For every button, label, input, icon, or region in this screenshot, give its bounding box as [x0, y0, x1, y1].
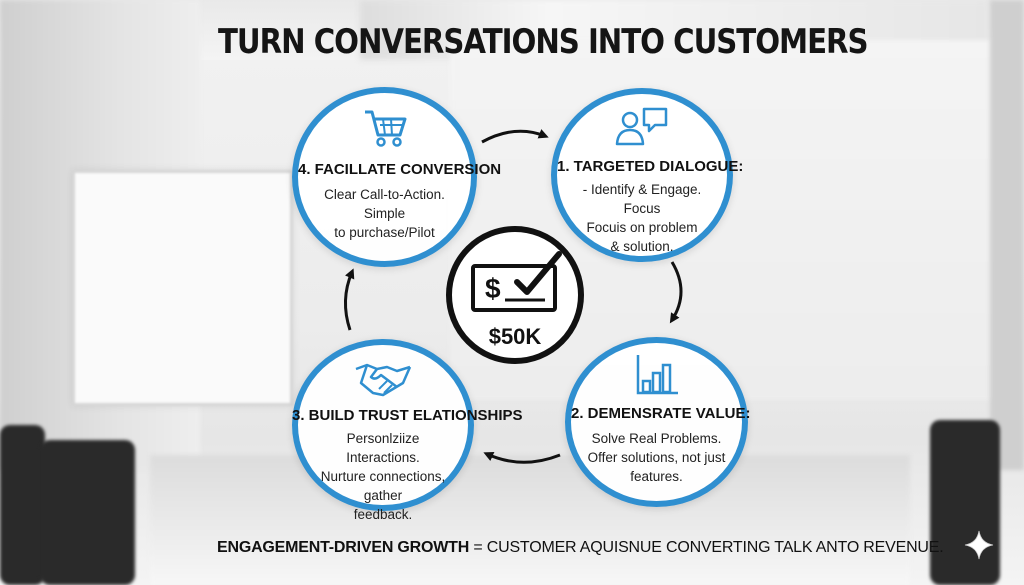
arrow-2-to-3 — [483, 451, 561, 464]
background-chair — [0, 425, 45, 585]
arrow-3-to-4 — [344, 268, 355, 331]
bar-chart-icon — [571, 353, 742, 402]
step-2-demonstrate-value: 2. DEMENSRATE VALUE: Solve Real Problems… — [565, 337, 751, 507]
background-chair — [40, 440, 135, 585]
arrow-1-to-2 — [669, 261, 683, 324]
footer-tagline: ENGAGEMENT-DRIVEN GROWTH = CUSTOMER AQUI… — [217, 539, 944, 557]
step-title: 3. BUILD TRUST ELATIONSHIPS — [292, 407, 523, 424]
step-3-build-trust: 3. BUILD TRUST ELATIONSHIPS Personlziize… — [292, 339, 523, 522]
center-hub: $ $50K — [446, 226, 584, 364]
background-chair — [930, 420, 1000, 585]
arrow-4-to-1 — [481, 129, 549, 144]
check-dollar-icon: $ — [471, 251, 562, 312]
step-title: 1. TARGETED DIALOGUE: — [557, 158, 744, 175]
step-title: 2. DEMENSRATE VALUE: — [571, 405, 751, 422]
page-title: TURN CONVERSATIONS INTO CUSTOMERS — [218, 22, 869, 62]
background-whiteboard — [72, 170, 293, 406]
background-table — [150, 455, 910, 585]
sparkle-icon — [964, 530, 994, 560]
step-description: Personlziize Interactions.Nurture connec… — [320, 431, 446, 522]
center-amount: $50K — [488, 324, 542, 349]
step-1-targeted-dialogue: 1. TARGETED DIALOGUE: - Identify & Engag… — [551, 88, 744, 262]
footer-lead: ENGAGEMENT-DRIVEN GROWTH — [217, 539, 470, 556]
footer-rest: = CUSTOMER AQUISNUE CONVERTING TALK ANTO… — [469, 539, 944, 556]
step-4-facilitate-conversion: 4. FACILLATE CONVERSION Clear Call-to-Ac… — [292, 87, 502, 267]
shopping-cart-icon — [298, 107, 471, 154]
people-chat-icon — [557, 106, 727, 153]
handshake-icon — [298, 357, 468, 404]
svg-text:$: $ — [485, 273, 501, 304]
background-frame — [990, 0, 1024, 470]
step-description: Solve Real Problems.Offer solutions, not… — [587, 431, 726, 484]
step-title: 4. FACILLATE CONVERSION — [298, 161, 502, 178]
